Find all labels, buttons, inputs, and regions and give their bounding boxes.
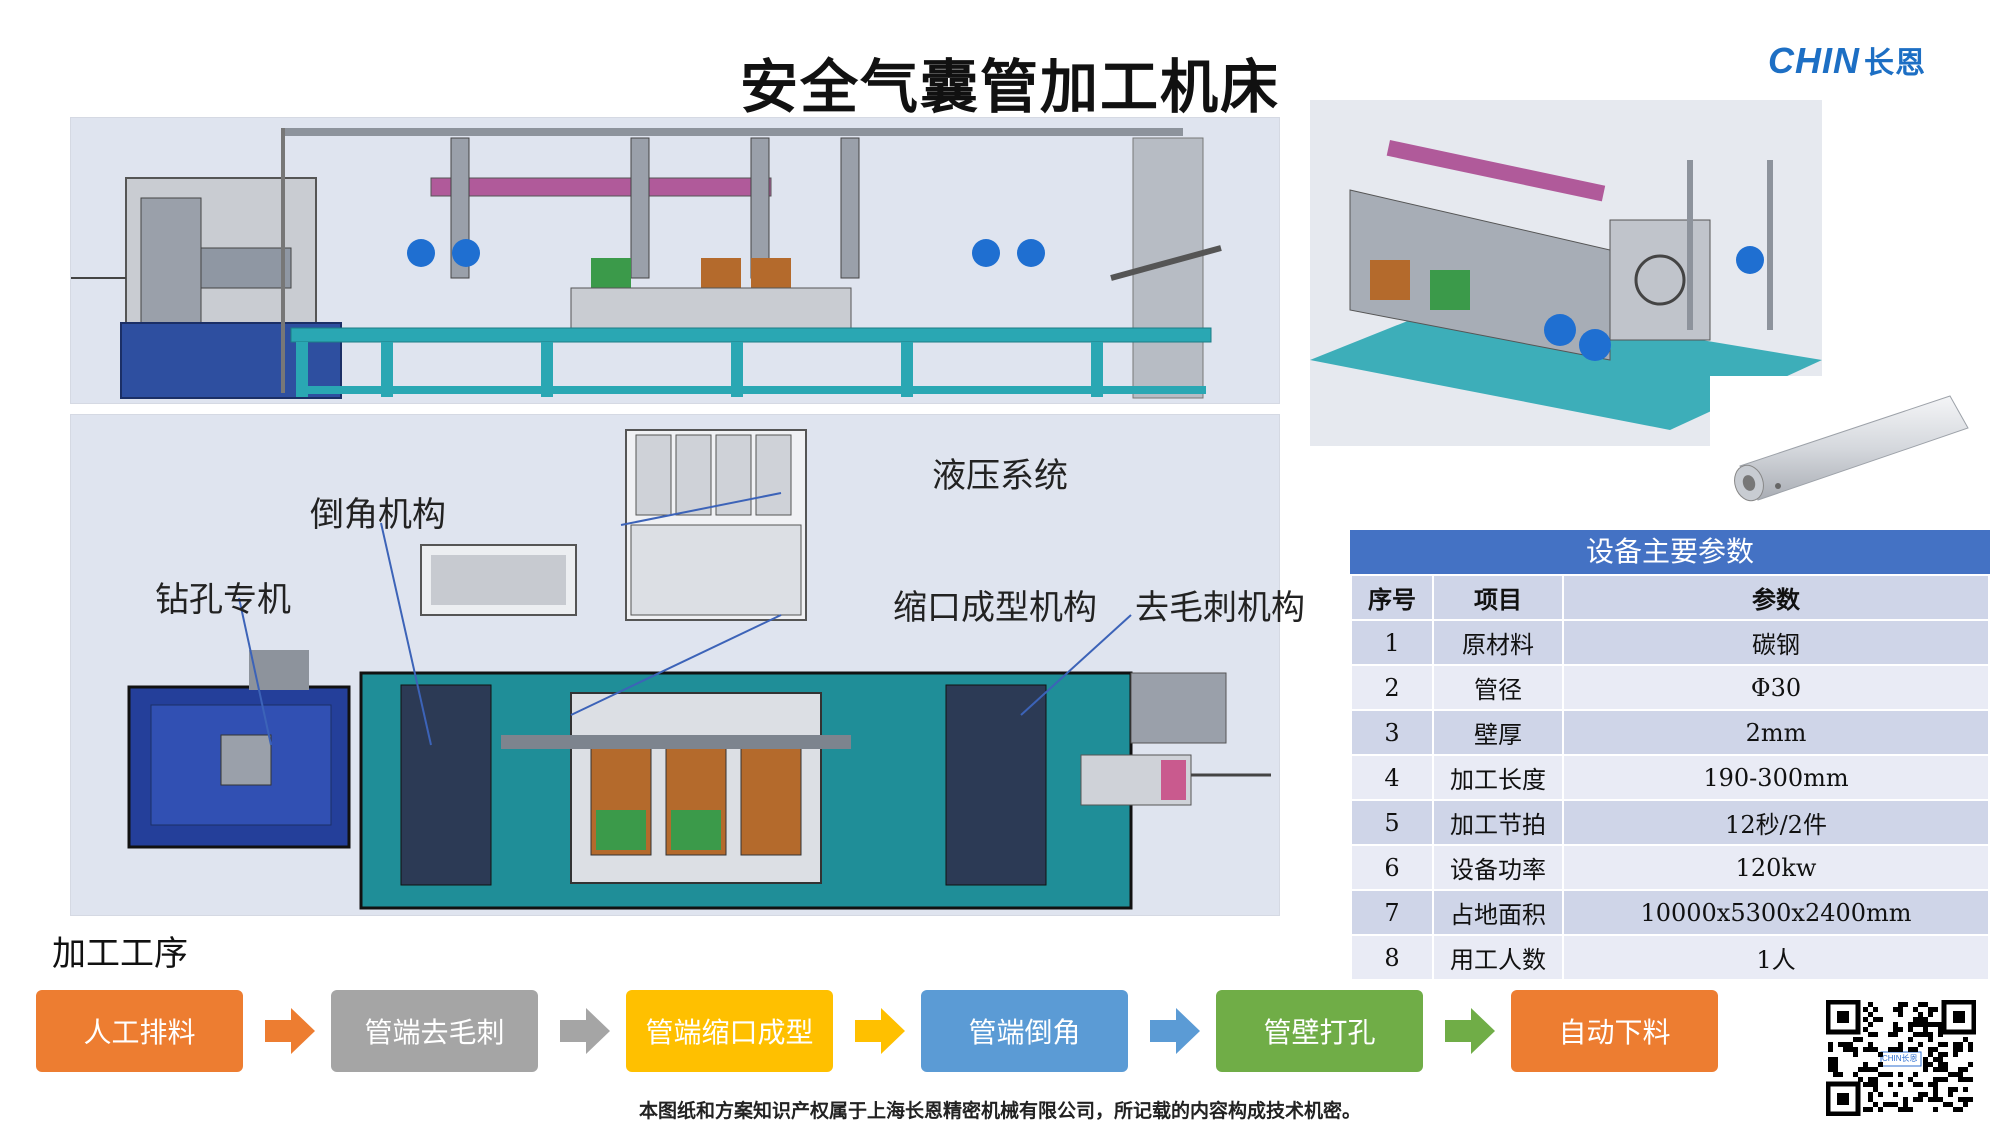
cell-item: 用工人数 [1432, 934, 1564, 981]
cell-index: 3 [1350, 709, 1434, 756]
table-header-row: 序号 项目 参数 [1350, 574, 1990, 621]
cell-value: 1人 [1562, 934, 1990, 981]
callout-deburr: 去毛刺机构 [1135, 588, 1305, 628]
logo-latin: CHIN [1768, 40, 1860, 81]
qr-code-drawing [1825, 999, 1977, 1117]
cell-value: 12秒/2件 [1562, 799, 1990, 846]
cell-index: 4 [1350, 754, 1434, 801]
layout-drawing [127, 429, 1271, 910]
qr-code: CHIN长恩 [1825, 999, 1977, 1117]
cell-value: Φ30 [1562, 664, 1990, 711]
process-step-deburring: 管端去毛刺 [331, 990, 538, 1072]
cell-item: 壁厚 [1432, 709, 1564, 756]
arrow-right-icon [855, 1008, 905, 1054]
cell-index: 5 [1350, 799, 1434, 846]
cell-item: 加工节拍 [1432, 799, 1564, 846]
cell-item: 占地面积 [1432, 889, 1564, 936]
cell-index: 2 [1350, 664, 1434, 711]
process-step-chamfering: 管端倒角 [921, 990, 1128, 1072]
cell-index: 1 [1350, 619, 1434, 666]
cell-item: 加工长度 [1432, 754, 1564, 801]
footer-notice: 本图纸和方案知识产权属于上海长恩精密机械有限公司，所记载的内容构成技术机密。 [638, 1100, 1361, 1122]
logo-cn: 长恩 [1864, 47, 1926, 80]
process-step-auto-unloading: 自动下料 [1511, 990, 1718, 1072]
machine-3d-drawing [1310, 140, 1822, 430]
cell-item: 原材料 [1432, 619, 1564, 666]
parameter-table-title: 设备主要参数 [1350, 530, 1990, 574]
arrow-right-icon [265, 1008, 315, 1054]
col-header-index: 序号 [1350, 574, 1434, 621]
cell-item: 设备功率 [1432, 844, 1564, 891]
process-label: 加工工序 [52, 934, 188, 974]
cell-value: 2mm [1562, 709, 1990, 756]
tube-drawing [1734, 395, 1969, 502]
callout-drill: 钻孔专机 [155, 580, 291, 620]
cell-value: 190-300mm [1562, 754, 1990, 801]
machine-side-view [70, 117, 1280, 404]
tube-part-image [1710, 376, 1990, 516]
cell-index: 6 [1350, 844, 1434, 891]
cell-index: 7 [1350, 889, 1434, 936]
col-header-item: 项目 [1432, 574, 1564, 621]
callout-chamfer: 倒角机构 [310, 495, 446, 535]
arrow-right-icon [1150, 1008, 1200, 1054]
cell-value: 120kw [1562, 844, 1990, 891]
arrow-right-icon [560, 1008, 610, 1054]
machine-side-view-drawing [71, 128, 1222, 399]
layout-top-view [70, 414, 1280, 916]
page-title: 安全气囊管加工机床 [740, 53, 1281, 121]
cell-value: 10000x5300x2400mm [1562, 889, 1990, 936]
callout-hydraulic: 液压系统 [932, 456, 1068, 496]
col-header-value: 参数 [1562, 574, 1990, 621]
arrow-right-icon [1445, 1008, 1495, 1054]
cell-index: 8 [1350, 934, 1434, 981]
cell-value: 碳钢 [1562, 619, 1990, 666]
process-step-necking: 管端缩口成型 [626, 990, 833, 1072]
callout-neck: 缩口成型机构 [893, 588, 1097, 628]
qr-caption: CHIN长恩 [1882, 1054, 1918, 1063]
process-step-manual-loading: 人工排料 [36, 990, 243, 1072]
process-step-drilling: 管壁打孔 [1216, 990, 1423, 1072]
cell-item: 管径 [1432, 664, 1564, 711]
